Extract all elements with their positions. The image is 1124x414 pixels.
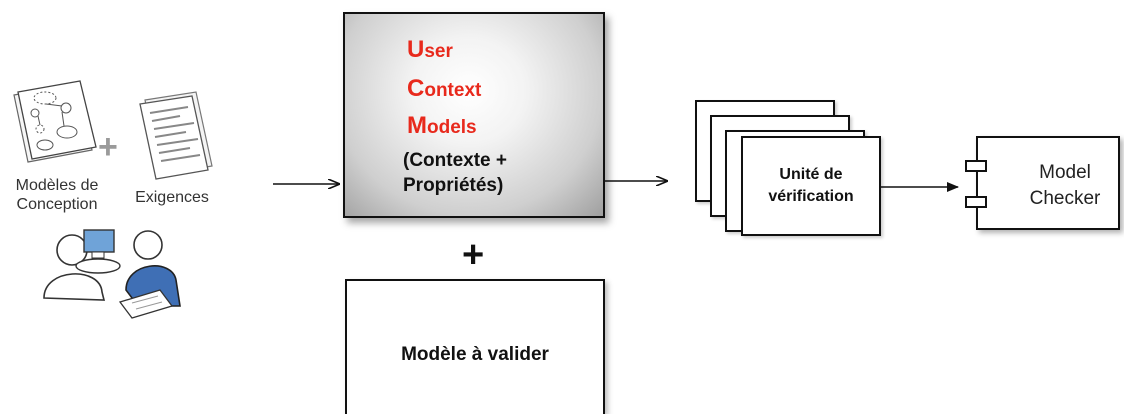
requirements-document-icon [139,91,213,180]
ucm-rest-context: ontext [424,80,482,101]
design-models-line-1: Modèles de [15,177,99,194]
design-model-document-icon [13,80,97,163]
component-port-icon-top [965,160,987,172]
ucm-line-context: Context [407,75,481,103]
verification-unit-line-1: Unité de [779,166,843,183]
ucm-initial-m: M [407,112,427,139]
model-to-validate-label: Modèle à valider [401,344,549,365]
component-port-icon-bottom [965,196,987,208]
verification-unit-line-2: vérification [768,188,854,205]
ucm-line-user: User [407,36,453,64]
ucm-sub-line-1: (Contexte + [403,150,507,171]
requirements-label: Exigences [135,189,209,206]
plus-sign-join: + [462,234,485,276]
ucm-rest-models: odels [427,117,477,138]
ucm-subtitle: (Contexte + Propriétés) [403,148,507,198]
users-working-icon [43,229,181,319]
ucm-initial-u: U [407,36,425,63]
ucm-box: User Context Models (Contexte + Propriét… [343,12,605,218]
plus-sign-small: + [98,128,118,166]
ucm-rest-user: ser [424,41,453,62]
model-checker-box: Model Checker [976,136,1120,230]
design-models-line-2: Conception [16,196,98,213]
ucm-initial-c: C [407,75,425,102]
model-checker-line-1: Model [1039,162,1091,183]
model-checker-label: Model Checker [1020,160,1110,212]
verification-unit-card: Unité de vérification [741,136,881,236]
design-models-label: Modèles de Conception [4,176,110,214]
model-checker-line-2: Checker [1029,188,1101,209]
ucm-sub-line-2: Propriétés) [403,175,504,196]
ucm-line-models: Models [407,112,477,140]
model-to-validate-box: Modèle à valider [345,279,605,414]
verification-unit-label: Unité de vérification [768,164,853,208]
